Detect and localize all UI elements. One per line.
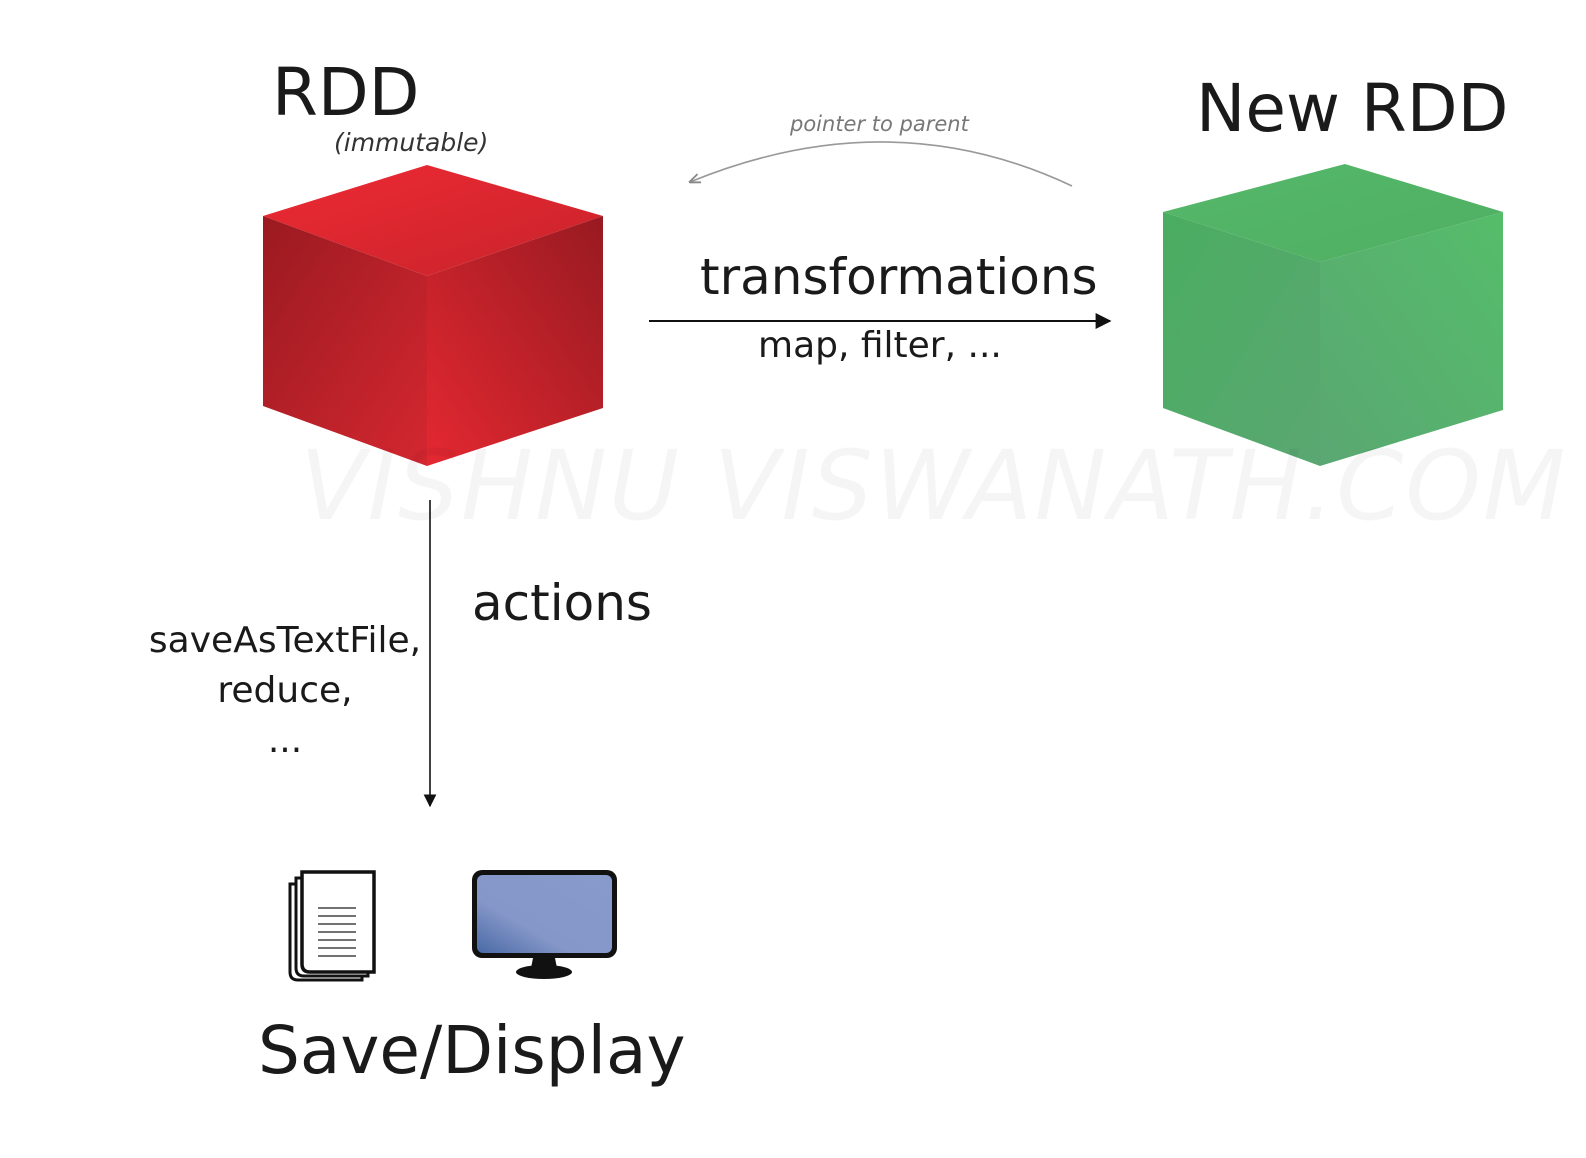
rdd-cube-right bbox=[427, 216, 603, 466]
rdd-cube-top bbox=[263, 165, 603, 276]
new-rdd-cube-left bbox=[1163, 212, 1320, 466]
transformations-examples: map, filter, ... bbox=[758, 325, 1002, 366]
watermark-text: VISHNU VISWANATH.COM bbox=[300, 430, 1568, 542]
actions-label: actions bbox=[472, 574, 652, 632]
rdd-title: RDD bbox=[272, 54, 420, 131]
save-display-label: Save/Display bbox=[258, 1012, 686, 1089]
monitor-icon bbox=[472, 870, 617, 979]
rdd-cube-left bbox=[263, 216, 427, 466]
new-rdd-title: New RDD bbox=[1196, 70, 1509, 147]
rdd-cube bbox=[263, 165, 603, 466]
new-rdd-cube bbox=[1163, 164, 1503, 466]
new-rdd-cube-top bbox=[1163, 164, 1503, 262]
actions-examples: saveAsTextFile, reduce, ... bbox=[148, 620, 422, 761]
transformations-label: transformations bbox=[700, 248, 1098, 306]
new-rdd-cube-right bbox=[1320, 212, 1503, 466]
rdd-subtitle: (immutable) bbox=[334, 128, 489, 157]
pointer-to-parent-label: pointer to parent bbox=[790, 112, 969, 136]
pointer-to-parent-arrow bbox=[690, 141, 1073, 187]
document-stack-icon bbox=[288, 870, 376, 982]
